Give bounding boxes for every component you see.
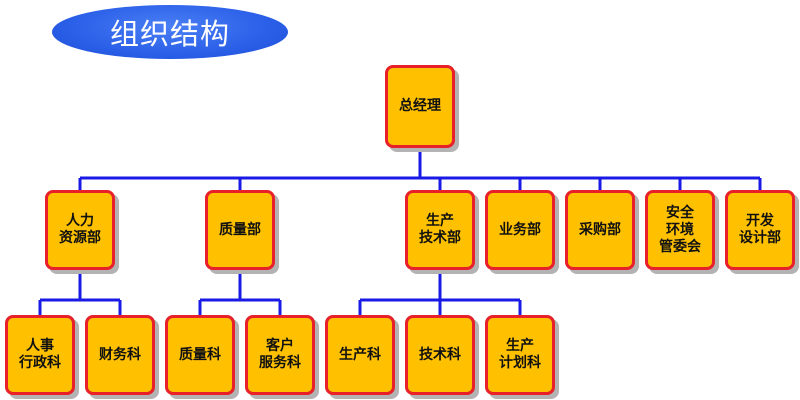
title-banner: 组织结构 [52,5,288,59]
node-production-planning-section: 生产 计划科 [485,315,555,395]
node-label: 人力 资源部 [59,213,101,246]
node-hr-department: 人力 资源部 [45,190,115,270]
node-label: 生产科 [339,346,381,363]
node-label: 人事 行政科 [19,338,61,371]
connector-hr-sections [38,270,122,315]
node-quality-section: 质量科 [165,315,235,395]
node-safety-committee: 安全 环境 管委会 [645,190,715,270]
node-label: 安全 环境 管委会 [659,204,701,255]
node-label: 总经理 [399,98,441,114]
node-label: 生产 技术部 [419,213,461,246]
node-label: 财务科 [99,346,141,363]
node-label: 质量科 [179,346,221,363]
node-finance-section: 财务科 [85,315,155,395]
node-quality-department: 质量部 [205,190,275,270]
connector-production-sections [358,270,522,315]
connector-quality-sections [198,270,282,315]
node-tech-section: 技术科 [405,315,475,395]
node-production-tech-department: 生产 技术部 [405,190,475,270]
node-production-section: 生产科 [325,315,395,395]
node-hr-admin-section: 人事 行政科 [5,315,75,395]
node-customer-service-section: 客户 服务科 [245,315,315,395]
node-purchasing-department: 采购部 [565,190,635,270]
node-label: 采购部 [579,221,621,238]
node-label: 质量部 [219,221,261,238]
page-title: 组织结构 [109,17,230,51]
node-label: 技术科 [419,346,461,363]
node-development-department: 开发 设计部 [725,190,795,270]
node-label: 生产 计划科 [499,338,541,371]
node-business-department: 业务部 [485,190,555,270]
node-label: 业务部 [499,221,541,238]
node-label: 客户 服务科 [259,338,301,371]
node-general-manager: 总经理 [385,65,455,148]
node-label: 开发 设计部 [739,213,781,246]
